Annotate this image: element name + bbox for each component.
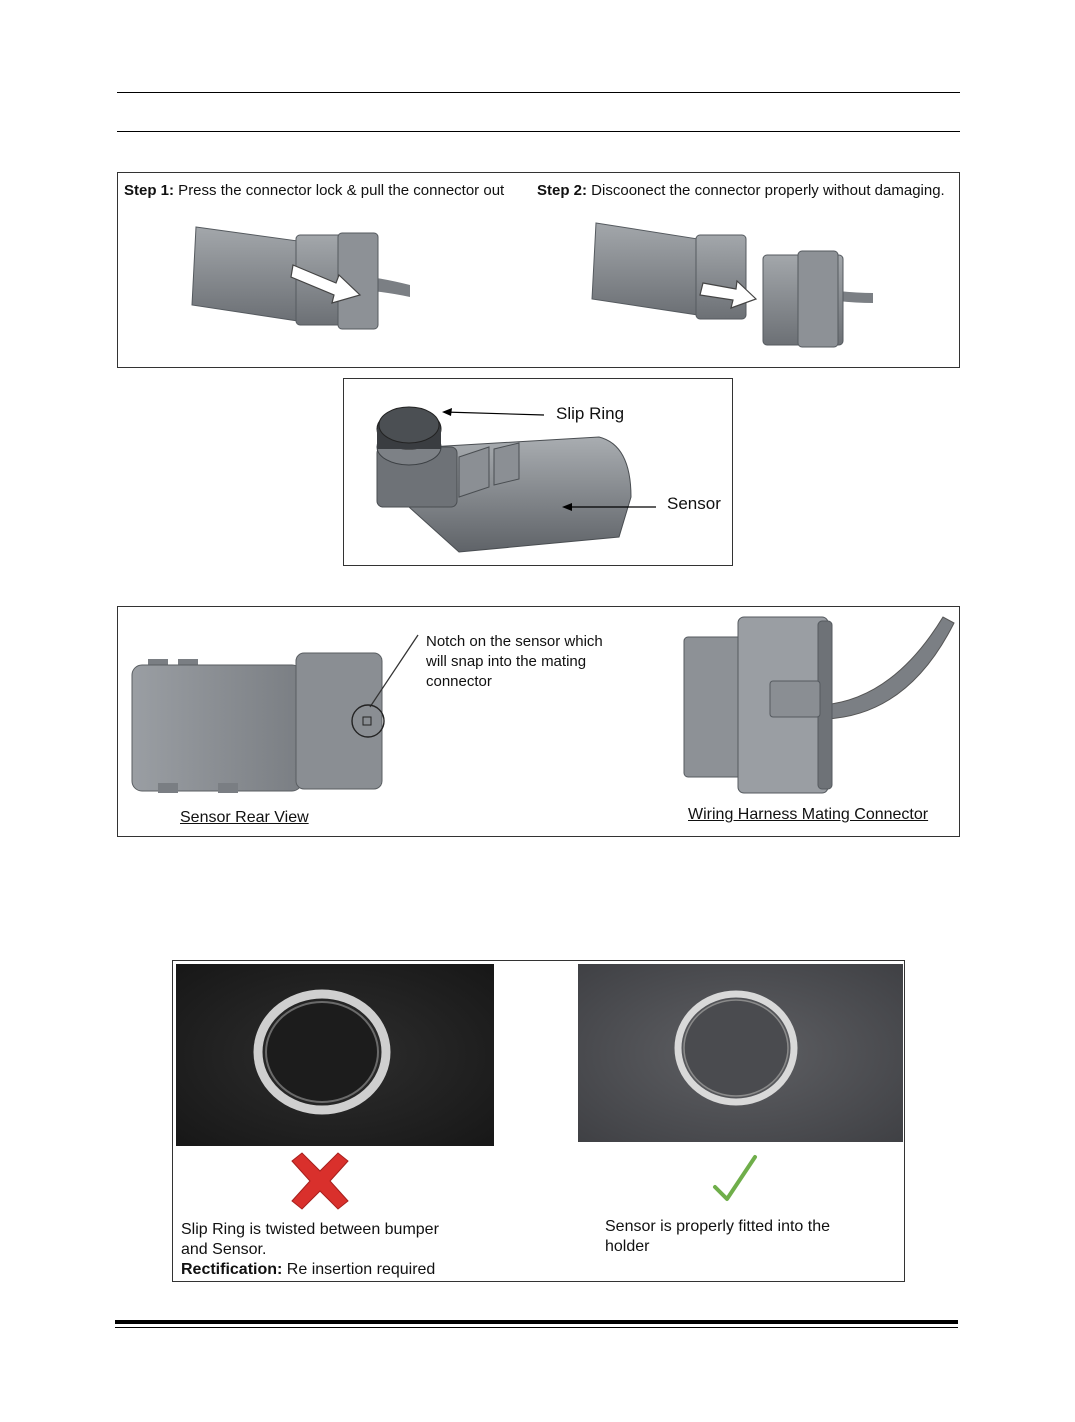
- header-rule-top: [117, 92, 960, 93]
- sensor-slip-ring-panel: Slip Ring Sensor: [343, 378, 733, 566]
- correct-line2: holder: [605, 1238, 650, 1255]
- step1-text: Press the connector lock & pull the conn…: [174, 182, 505, 199]
- correct-fitment-photo: [578, 964, 903, 1142]
- notch-line2: will snap into the mating: [426, 653, 587, 670]
- harness-caption: Wiring Harness Mating Connector: [688, 806, 929, 823]
- rectification-text: Re insertion required: [282, 1261, 436, 1278]
- harness-connector-illustration: [683, 616, 955, 794]
- rear-view-caption: Sensor Rear View: [180, 809, 309, 826]
- footer-rule-thick: [115, 1320, 958, 1324]
- rectification-line: Rectification: Re insertion required: [181, 1260, 435, 1280]
- step1-caption: Step 1: Press the connector lock & pull …: [124, 181, 504, 201]
- rear-view-panel: Notch on the sensor which will snap into…: [117, 606, 960, 837]
- notch-line1: Notch on the sensor which: [426, 633, 603, 650]
- arrow-icon: [699, 279, 758, 309]
- check-icon: [713, 1155, 757, 1201]
- notch-highlight-circle: [351, 704, 385, 738]
- rectification-label: Rectification:: [181, 1261, 283, 1278]
- cross-icon: [291, 1152, 349, 1210]
- step2-caption: Step 2: Discoonect the connector properl…: [537, 181, 945, 201]
- notch-line3: connector: [426, 673, 492, 690]
- fitment-comparison-panel: Slip Ring is twisted between bumper and …: [172, 960, 905, 1282]
- step1-connector-illustration: [191, 226, 410, 330]
- arrow-icon: [290, 264, 362, 304]
- step2-label: Step 2:: [537, 182, 588, 199]
- wrong-fitment-photo: [176, 964, 494, 1146]
- slip-ring-leader: [442, 408, 656, 511]
- sensor-label: Sensor: [667, 494, 721, 513]
- notch-leader: [351, 634, 419, 738]
- footer-rule-thin: [115, 1327, 958, 1328]
- sensor-rear-view-illustration: [131, 652, 383, 793]
- header-rule-bottom: [117, 131, 960, 132]
- wrong-line1: Slip Ring is twisted between bumper: [181, 1221, 439, 1238]
- slip-ring-label: Slip Ring: [556, 404, 625, 423]
- step1-label: Step 1:: [124, 182, 175, 199]
- wrong-line2: and Sensor.: [181, 1241, 267, 1258]
- sensor-illustration: [376, 406, 632, 553]
- step2-text: Discoonect the connector properly withou…: [587, 182, 945, 199]
- correct-line1: Sensor is properly fitted into the: [605, 1218, 831, 1235]
- disconnect-steps-panel: Step 1: Press the connector lock & pull …: [117, 172, 960, 368]
- step2-connector-illustration: [591, 222, 873, 348]
